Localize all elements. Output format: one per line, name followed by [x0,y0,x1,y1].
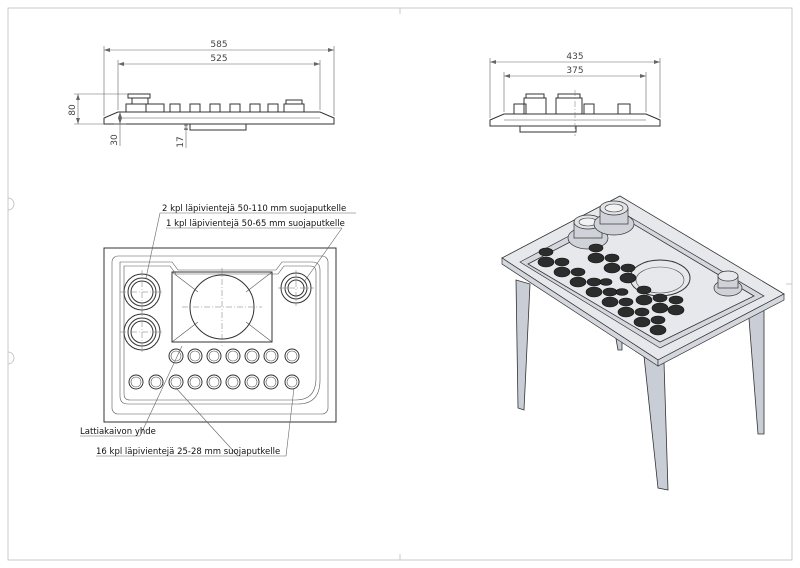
leg [643,355,669,491]
dim-front-drop: 17 [176,136,186,147]
isometric-view [501,195,785,491]
dim-front-base: 30 [110,134,120,146]
callout-small-penetrations: 16 kpl läpivientejä 25-28 mm suojaputkel… [96,447,280,457]
iso-medium-boss [713,270,743,297]
dim-front-outer: 585 [210,40,227,50]
iso-small-bosses [537,243,685,336]
dim-side-inner: 375 [566,66,583,76]
top-view: 2 kpl läpivientejä 50-110 mm suojaputkel… [80,204,356,457]
callout-floor-drain: Lattiakaivon yhde [80,427,156,437]
side-view: 435 375 [489,52,661,136]
small-penetrations-row-1 [168,348,300,364]
leg [515,279,531,411]
dim-front-height: 80 [68,104,78,116]
callout-large-penetrations: 2 kpl läpivientejä 50-110 mm suojaputkel… [162,204,346,214]
sheet-notch-top [7,197,15,211]
leg [747,299,765,435]
sheet-notch-bottom [7,351,15,365]
large-penetration [120,310,164,354]
front-view: 585 525 80 30 17 [68,40,335,148]
large-penetration [120,270,164,314]
dim-side-outer: 435 [566,52,583,62]
iso-large-boss [593,200,635,236]
dim-front-inner: 525 [210,54,227,64]
medium-penetration [278,270,314,306]
callout-medium-penetration: 1 kpl läpivientejä 50-65 mm suojaputkell… [166,219,345,229]
small-penetrations-row-2 [128,374,300,390]
